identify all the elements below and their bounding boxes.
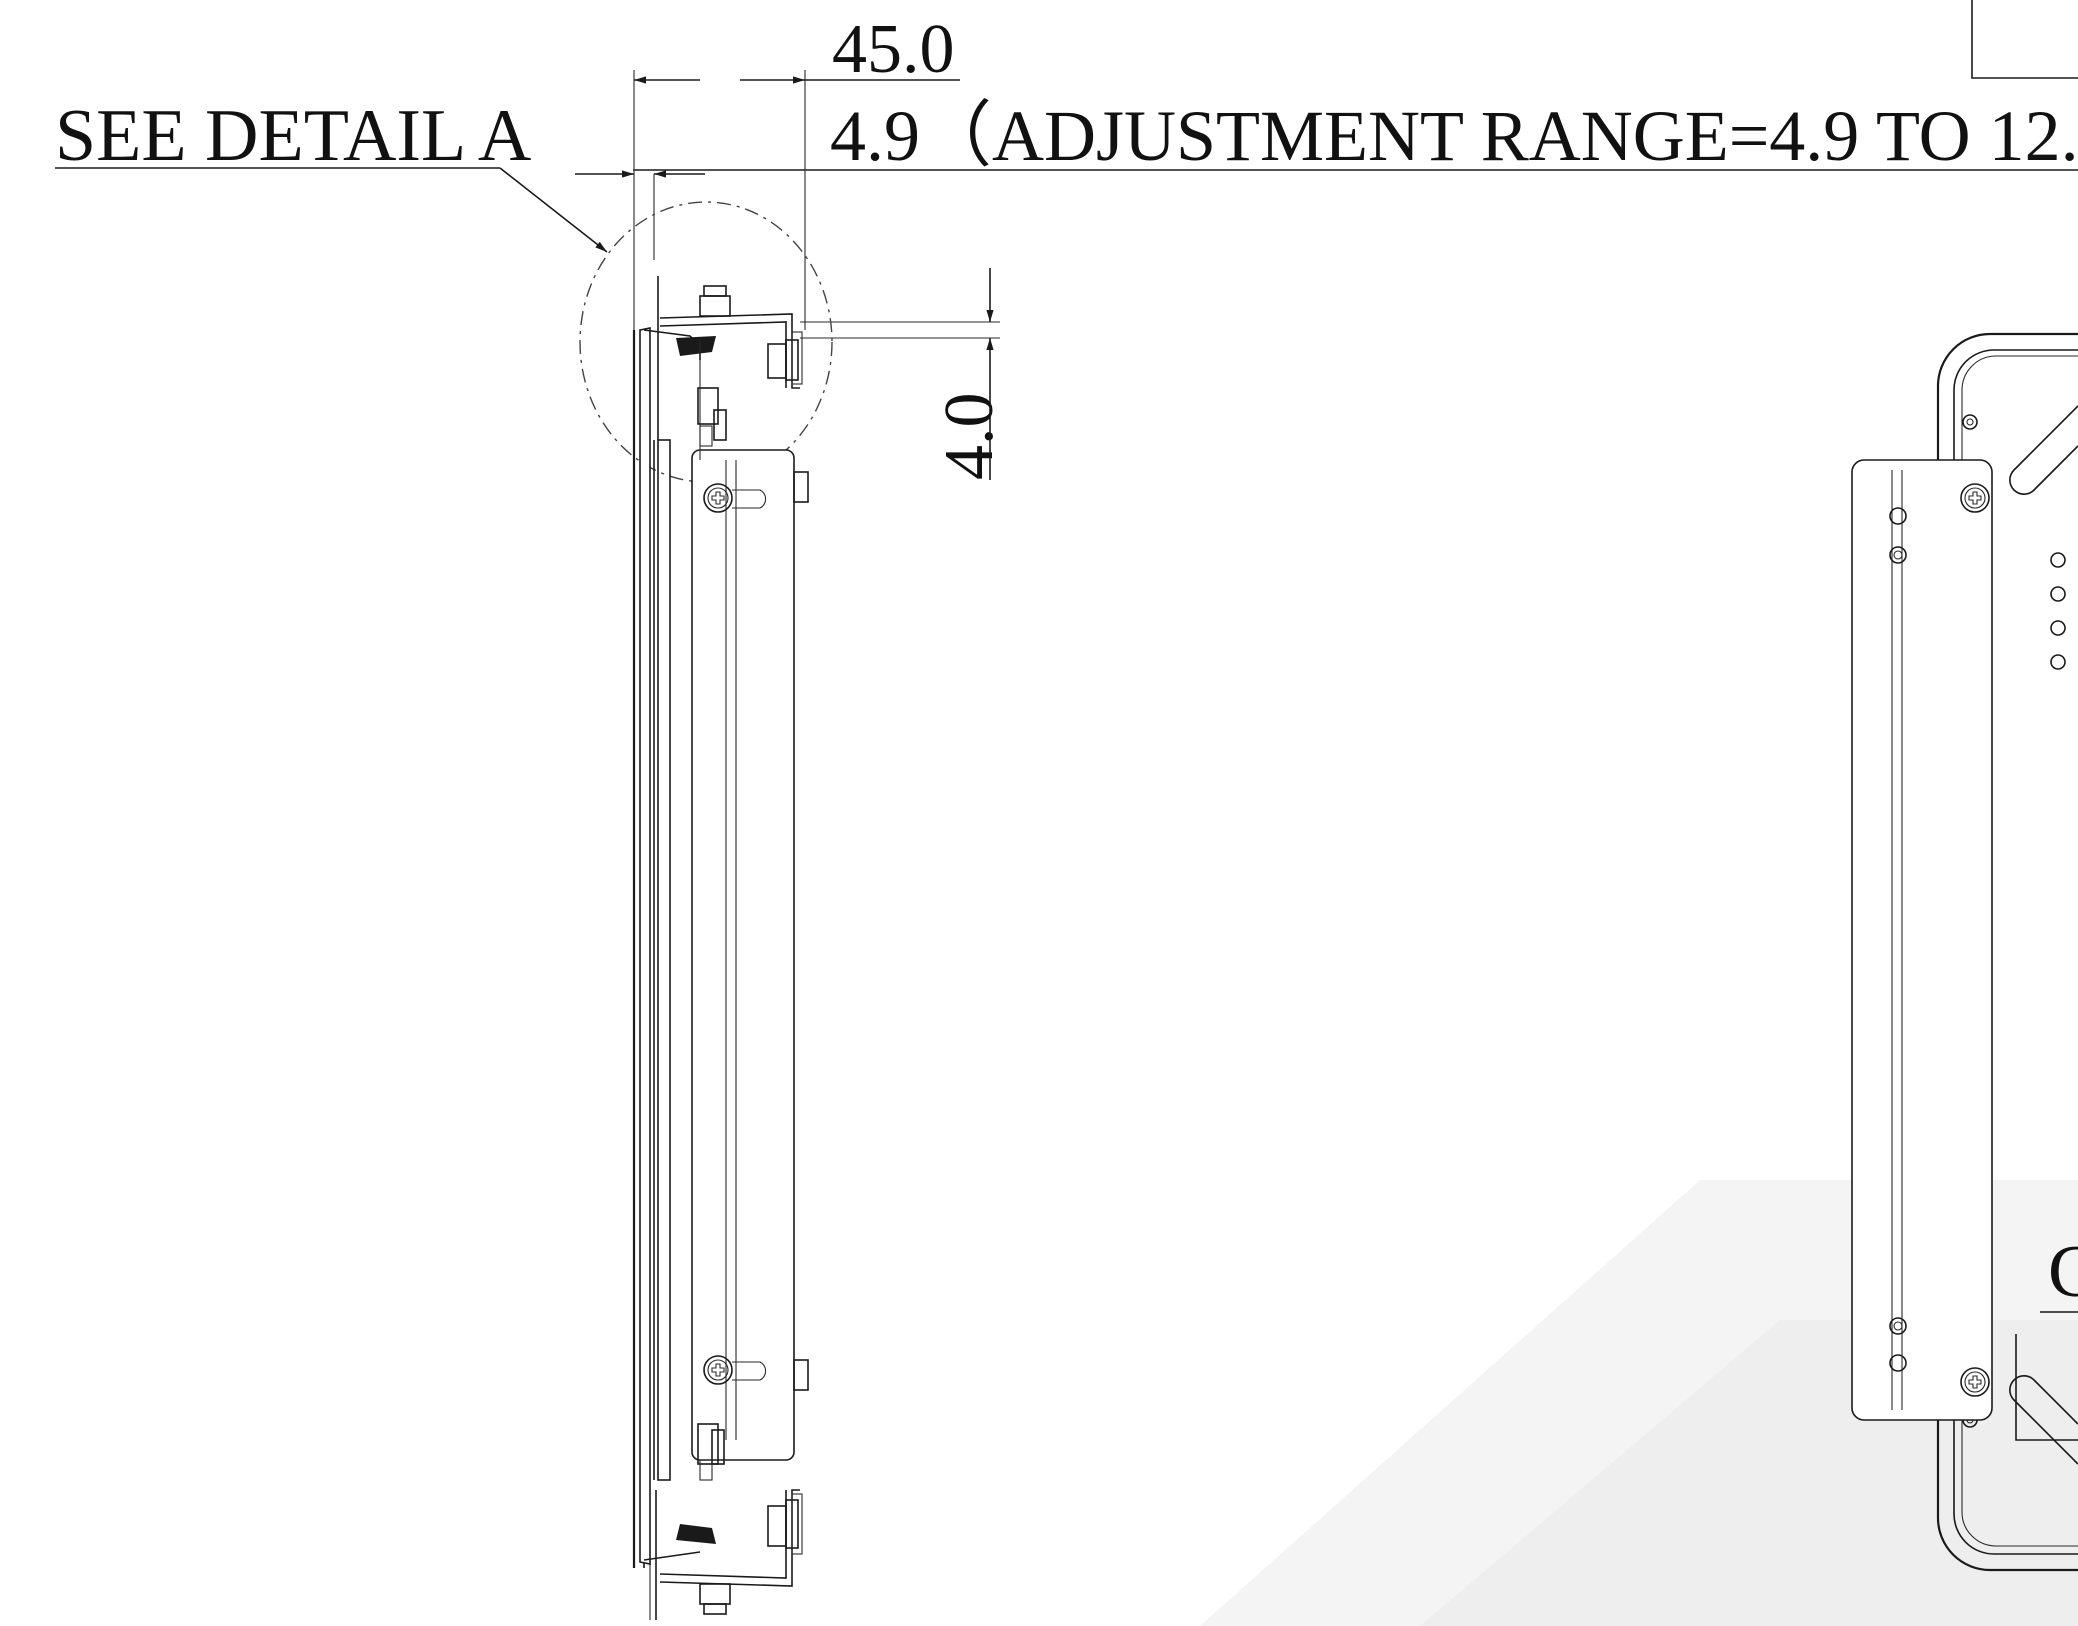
dimension-overall: 45.0: [805, 11, 960, 88]
svg-text:4.9（ADJUSTMENT RANGE=4.9 TO 12: 4.9（ADJUSTMENT RANGE=4.9 TO 12.5）: [830, 96, 2078, 176]
cut-letter: C: [2040, 1231, 2078, 1313]
dim-lines: [499, 70, 1000, 480]
dimension-adjustment: 4.9（ADJUSTMENT RANGE=4.9 TO 12.5）: [633, 96, 2078, 176]
svg-text:45.0: 45.0: [832, 11, 955, 88]
svg-text:C: C: [2048, 1231, 2078, 1313]
svg-text:SEE DETAIL A: SEE DETAIL A: [55, 95, 531, 177]
svg-text:4.0: 4.0: [931, 393, 1008, 481]
see-detail-label: SEE DETAIL A: [55, 95, 531, 177]
side-view: [632, 276, 809, 1620]
front-view: [1851, 0, 2078, 1572]
dimension-gap: 4.0: [931, 393, 1008, 481]
